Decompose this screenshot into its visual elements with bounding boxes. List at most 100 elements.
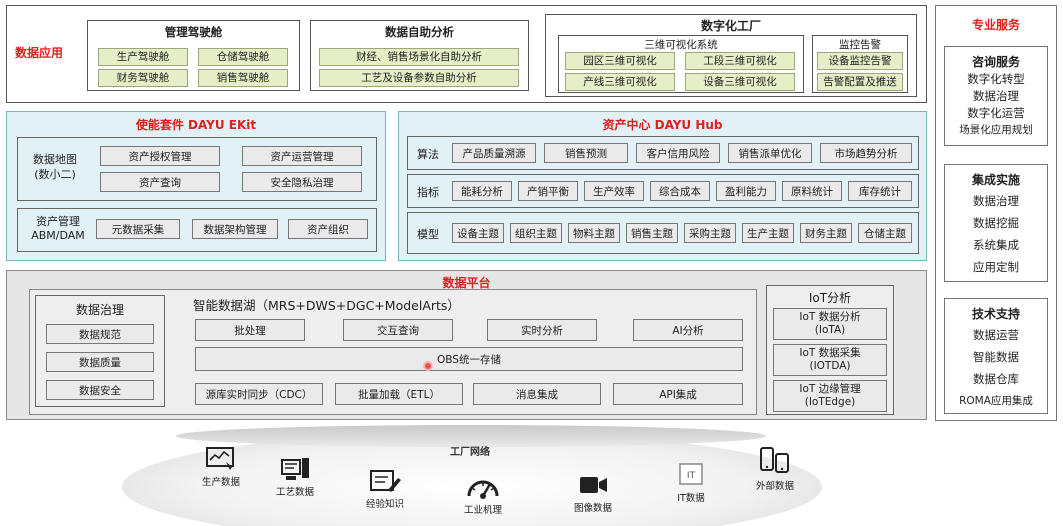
- lake-bottom-item[interactable]: 消息集成: [473, 383, 601, 405]
- data-application-section: 数据应用 管理驾驶舱 生产驾驶舱 仓储驾驶舱 财务驾驶舱 销售驾驶舱 数据自助分…: [6, 5, 927, 103]
- data-platform-title: 数据平台: [442, 276, 491, 290]
- algorithm-label: 算法: [417, 148, 439, 161]
- smart-data-lake-title: 智能数据湖（MRS+DWS+DGC+ModelArts）: [193, 298, 460, 313]
- lake-bottom-item[interactable]: 批量加载（ETL）: [335, 383, 463, 405]
- source-it-data: IT IT数据: [656, 462, 726, 504]
- data-map-item[interactable]: 安全隐私治理: [242, 172, 362, 192]
- model-item[interactable]: 物料主题: [568, 223, 620, 243]
- data-map-item[interactable]: 资产查询: [100, 172, 220, 192]
- indicator-item[interactable]: 产销平衡: [518, 181, 578, 201]
- iot-analysis-panel: IoT分析 IoT 数据分析 (IoTA) IoT 数据采集 (IOTDA) I…: [766, 285, 894, 415]
- source-external-data: 外部数据: [740, 446, 810, 492]
- lake-top-item[interactable]: 交互查询: [343, 319, 453, 341]
- asset-management-item[interactable]: 数据架构管理: [192, 219, 278, 239]
- asset-management-panel: 资产管理 ABM/DAM 元数据采集 数据架构管理 资产组织: [17, 208, 377, 252]
- indicator-item[interactable]: 综合成本: [650, 181, 710, 201]
- asset-management-item[interactable]: 资产组织: [288, 219, 368, 239]
- algorithm-item[interactable]: 销售派单优化: [728, 143, 812, 163]
- data-map-item[interactable]: 资产运营管理: [242, 146, 362, 166]
- integration-service-item: 系统集成: [973, 238, 1019, 252]
- iot-item[interactable]: IoT 边缘管理 (IoTEdge): [773, 380, 887, 412]
- cockpit-item[interactable]: 财务驾驶舱: [98, 69, 188, 87]
- consulting-service-item: 数字化转型: [967, 72, 1025, 86]
- video-camera-icon: [580, 477, 607, 493]
- iot-item[interactable]: IoT 数据采集 (IOTDA): [773, 344, 887, 376]
- self-service-analysis-panel: 数据自助分析 财经、销售场景化自助分析 工艺及设备参数自助分析: [310, 20, 529, 91]
- lake-bottom-item[interactable]: 源库实时同步（CDC）: [195, 383, 323, 405]
- lake-top-item[interactable]: 批处理: [195, 319, 305, 341]
- self-service-item[interactable]: 工艺及设备参数自助分析: [319, 69, 519, 87]
- self-service-item[interactable]: 财经、销售场景化自助分析: [319, 48, 519, 66]
- lake-top-item[interactable]: AI分析: [633, 319, 743, 341]
- consulting-service-item: 数字化运营: [967, 106, 1025, 120]
- model-item[interactable]: 设备主题: [452, 223, 504, 243]
- cockpit-item[interactable]: 仓储驾驶舱: [198, 48, 288, 66]
- asset-management-item[interactable]: 元数据采集: [96, 219, 180, 239]
- consulting-service-panel: 咨询服务 数字化转型 数据治理 数字化运营 场景化应用规划: [944, 46, 1048, 146]
- indicator-item[interactable]: 能耗分析: [452, 181, 512, 201]
- source-label: 工艺数据: [275, 487, 314, 498]
- asset-management-label: 资产管理 ABM/DAM: [31, 215, 85, 242]
- cockpit-item[interactable]: 生产驾驶舱: [98, 48, 188, 66]
- technical-support-panel: 技术支持 数据运营 智能数据 数据仓库 ROMA应用集成: [944, 298, 1048, 414]
- production-data-icon: [206, 447, 235, 470]
- indicator-item[interactable]: 原料统计: [782, 181, 842, 201]
- model-item[interactable]: 仓储主题: [858, 223, 912, 243]
- obs-storage-bar[interactable]: OBS统一存储: [195, 347, 743, 371]
- governance-item[interactable]: 数据质量: [46, 352, 154, 372]
- consulting-service-item: 场景化应用规划: [959, 124, 1033, 136]
- data-governance-panel: 数据治理 数据规范 数据质量 数据安全: [35, 295, 165, 407]
- model-item[interactable]: 组织主题: [510, 223, 562, 243]
- source-image-data: 图像数据: [558, 472, 628, 514]
- consulting-service-item: 数据治理: [973, 89, 1019, 103]
- svg-text:IT: IT: [687, 471, 696, 481]
- model-item[interactable]: 生产主题: [742, 223, 794, 243]
- hub-title: 资产中心 DAYU Hub: [602, 118, 723, 132]
- visualization-item[interactable]: 工段三维可视化: [685, 52, 795, 70]
- source-label: IT数据: [677, 493, 705, 504]
- indicator-label: 指标: [417, 186, 439, 199]
- industrial-mechanism-icon: [467, 480, 499, 499]
- cockpit-item[interactable]: 销售驾驶舱: [198, 69, 288, 87]
- algorithm-item[interactable]: 客户信用风险: [636, 143, 720, 163]
- ekit-title: 使能套件 DAYU EKit: [135, 118, 257, 132]
- integration-service-item: 数据挖掘: [973, 216, 1019, 230]
- iot-item[interactable]: IoT 数据分析 (IoTA): [773, 308, 887, 340]
- 3d-visualization-title: 三维可视化系统: [644, 39, 718, 51]
- algorithm-item[interactable]: 销售预测: [544, 143, 628, 163]
- source-experience-knowledge: 经验知识: [350, 468, 420, 510]
- data-map-panel: 数据地图 (数小二) 资产授权管理 资产运营管理 资产查询 安全隐私治理: [17, 137, 377, 201]
- data-platform-section: 数据平台 数据治理 数据规范 数据质量 数据安全 智能数据湖（MRS+DWS+D…: [6, 270, 927, 420]
- visualization-item[interactable]: 园区三维可视化: [565, 52, 675, 70]
- lake-bottom-item[interactable]: API集成: [613, 383, 743, 405]
- alarm-item[interactable]: 设备监控告警: [817, 52, 903, 70]
- alarm-item[interactable]: 告警配置及推送: [817, 73, 903, 91]
- indicator-item[interactable]: 盈利能力: [716, 181, 776, 201]
- lake-top-item[interactable]: 实时分析: [487, 319, 597, 341]
- model-label: 模型: [417, 228, 439, 241]
- visualization-item[interactable]: 设备三维可视化: [685, 73, 795, 91]
- indicator-item[interactable]: 库存统计: [848, 181, 912, 201]
- digital-factory-title: 数字化工厂: [700, 19, 761, 33]
- source-process-data: 工艺数据: [260, 456, 330, 498]
- model-row: 模型 设备主题 组织主题 物料主题 销售主题 采购主题 生产主题 财务主题 仓储…: [407, 212, 919, 254]
- model-item[interactable]: 采购主题: [684, 223, 736, 243]
- data-application-label: 数据应用: [15, 46, 64, 60]
- cursor-dot-icon: [423, 361, 433, 371]
- algorithm-row: 算法 产品质量溯源 销售预测 客户信用风险 销售派单优化 市场趋势分析: [407, 136, 919, 170]
- governance-item[interactable]: 数据规范: [46, 324, 154, 344]
- data-map-item[interactable]: 资产授权管理: [100, 146, 220, 166]
- indicator-item[interactable]: 生产效率: [584, 181, 644, 201]
- algorithm-item[interactable]: 产品质量溯源: [452, 143, 536, 163]
- governance-item[interactable]: 数据安全: [46, 380, 154, 400]
- model-item[interactable]: 销售主题: [626, 223, 678, 243]
- integration-service-panel: 集成实施 数据治理 数据挖掘 系统集成 应用定制: [944, 164, 1048, 282]
- model-item[interactable]: 财务主题: [800, 223, 852, 243]
- digital-factory-panel: 数字化工厂 三维可视化系统 园区三维可视化 工段三维可视化 产线三维可视化 设备…: [545, 14, 917, 97]
- visualization-item[interactable]: 产线三维可视化: [565, 73, 675, 91]
- it-data-icon: IT: [679, 463, 703, 485]
- source-label: 外部数据: [755, 481, 794, 492]
- algorithm-item[interactable]: 市场趋势分析: [820, 143, 912, 163]
- monitoring-alarm-panel: 监控告警 设备监控告警 告警配置及推送: [812, 35, 908, 93]
- source-label: 生产数据: [201, 477, 240, 488]
